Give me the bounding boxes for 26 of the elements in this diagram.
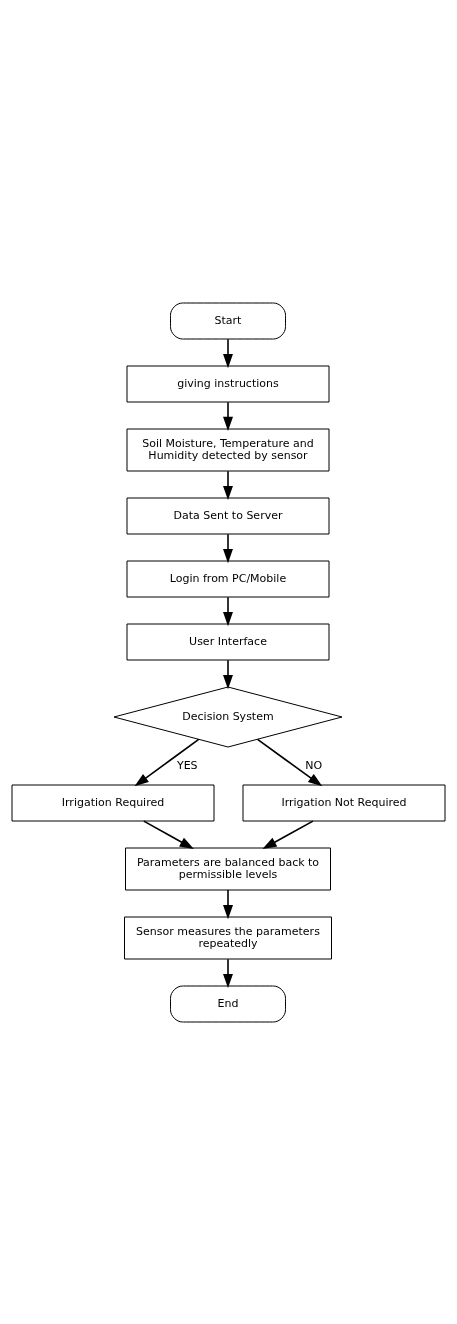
arrow [256,738,323,786]
arrow [223,338,233,368]
arrow [223,596,233,626]
arrow [223,469,233,500]
node-box: Data Sent to Server [126,497,330,534]
node-box: User Interface [126,623,330,660]
arrow [223,888,233,919]
node-box: Login from PC/Mobile [126,560,330,597]
arrow [134,738,200,786]
node-box: End [170,985,286,1022]
node-box: Start [170,302,286,339]
edge-label: YES [176,758,198,772]
arrow [223,533,233,563]
node-box: Irrigation Required [11,784,215,821]
node-box: Irrigation Not Required [242,784,446,821]
arrow [223,400,233,431]
node-box: Parameters are balanced back to permissible levels [125,847,331,890]
arrow [143,819,194,849]
node-box: Sensor measures the parameters repeatedly [124,916,332,959]
arrow [223,659,233,689]
node-diamond: Decision System [113,686,343,747]
arrow [223,957,233,988]
node-box: giving instructions [126,365,330,402]
edge-label: NO [305,758,323,772]
arrow [262,819,314,849]
node-box: Soil Moisture, Temperature and Humidity detected by sensor [126,428,330,471]
